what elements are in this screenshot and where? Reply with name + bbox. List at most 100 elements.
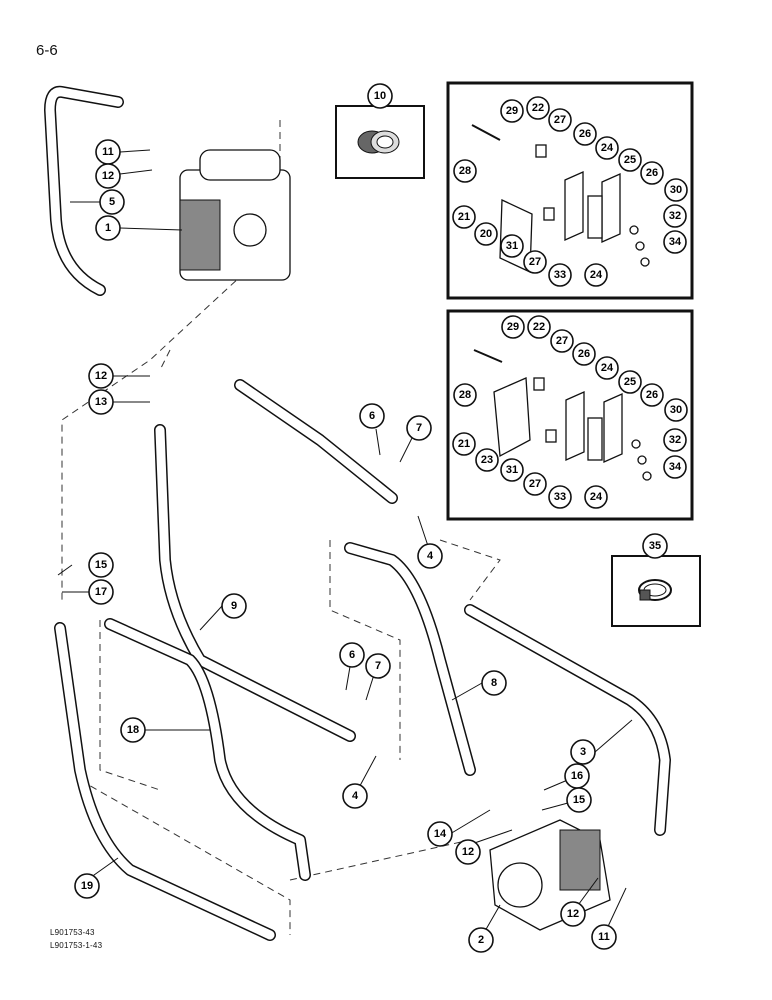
assembly-guide-lines: [61, 120, 501, 935]
svg-text:30: 30: [670, 184, 682, 196]
svg-text:26: 26: [646, 389, 658, 401]
kit1-callout-25: 25: [618, 148, 642, 172]
svg-text:1: 1: [105, 222, 111, 234]
svg-text:31: 31: [506, 464, 518, 476]
kit1-callout-26a: 26: [573, 122, 597, 146]
svg-text:26: 26: [579, 128, 591, 140]
callout-9: 9: [221, 593, 247, 619]
kit1-callout-21: 21: [452, 205, 476, 229]
svg-text:8: 8: [491, 677, 497, 689]
kit1-callout-24a: 24: [595, 136, 619, 160]
callout-8: 8: [481, 670, 507, 696]
kit1-callout-33: 33: [548, 263, 572, 287]
kit1-callout-34: 34: [663, 230, 687, 254]
svg-text:22: 22: [532, 102, 544, 114]
callout-1: 1: [95, 215, 121, 241]
svg-text:13: 13: [95, 396, 107, 408]
hose-9: [154, 424, 356, 742]
svg-text:18: 18: [127, 724, 139, 736]
svg-text:24: 24: [601, 142, 614, 154]
svg-text:4: 4: [352, 790, 359, 802]
kit1-callout-30: 30: [664, 178, 688, 202]
callout-11-lower: 11: [591, 924, 617, 950]
svg-text:29: 29: [507, 321, 519, 333]
svg-text:5: 5: [109, 196, 115, 208]
callout-17: 17: [88, 579, 114, 605]
svg-text:14: 14: [434, 828, 447, 840]
svg-text:23: 23: [481, 454, 493, 466]
svg-text:17: 17: [95, 586, 107, 598]
svg-text:15: 15: [573, 794, 585, 806]
svg-text:2: 2: [478, 934, 484, 946]
callout-19: 19: [74, 873, 100, 899]
svg-text:22: 22: [533, 321, 545, 333]
kit2-callout-29: 29: [501, 315, 525, 339]
hose-18: [104, 618, 311, 881]
kit1-callout-22: 22: [526, 96, 550, 120]
hose-8: [344, 542, 476, 776]
svg-text:10: 10: [374, 90, 386, 102]
kit1-callout-27a: 27: [548, 108, 572, 132]
kit2-callout-24b: 24: [584, 485, 608, 509]
callout-12-mid: 12: [88, 363, 114, 389]
svg-text:24: 24: [601, 362, 614, 374]
svg-text:24: 24: [590, 269, 603, 281]
callout-7-upper: 7: [406, 415, 432, 441]
svg-text:19: 19: [81, 880, 93, 892]
svg-text:12: 12: [95, 370, 107, 382]
callout-16: 16: [564, 763, 590, 789]
inset-part-35: [611, 555, 701, 627]
svg-text:30: 30: [670, 404, 682, 416]
svg-text:12: 12: [462, 846, 474, 858]
svg-text:25: 25: [624, 154, 636, 166]
kit1-callout-28: 28: [453, 159, 477, 183]
callout-12-lower-right: 12: [560, 901, 586, 927]
svg-text:32: 32: [669, 210, 681, 222]
kit2-callout-32: 32: [663, 428, 687, 452]
kit2-callout-34: 34: [663, 455, 687, 479]
callout-4-upper: 4: [417, 543, 443, 569]
svg-text:27: 27: [554, 114, 566, 126]
svg-text:27: 27: [556, 335, 568, 347]
kit1-callout-26b: 26: [640, 161, 664, 185]
callout-6-lower: 6: [339, 642, 365, 668]
hose-3: [464, 604, 671, 836]
callout-11-top: 11: [95, 139, 121, 165]
inset-part-10: [335, 105, 425, 179]
svg-text:20: 20: [480, 228, 492, 240]
svg-text:33: 33: [554, 269, 566, 281]
svg-text:11: 11: [598, 931, 610, 943]
svg-text:12: 12: [567, 908, 579, 920]
svg-text:7: 7: [416, 422, 422, 434]
svg-text:6: 6: [369, 410, 375, 422]
svg-text:3: 3: [580, 746, 586, 758]
hydraulic-pump-1: [179, 149, 291, 281]
hydraulic-motor-2: [489, 819, 611, 931]
svg-text:7: 7: [375, 660, 381, 672]
figure-reference-1: L901753-43: [50, 928, 95, 937]
kit1-callout-27b: 27: [523, 250, 547, 274]
kit2-callout-21: 21: [452, 432, 476, 456]
figure-reference-2: L901753-1-43: [50, 941, 103, 950]
callout-10: 10: [367, 83, 393, 109]
callout-14: 14: [427, 821, 453, 847]
svg-text:15: 15: [95, 559, 107, 571]
callout-15-left: 15: [88, 552, 114, 578]
kit2-callout-33: 33: [548, 485, 572, 509]
svg-text:27: 27: [529, 478, 541, 490]
svg-text:6: 6: [349, 649, 355, 661]
callout-13: 13: [88, 389, 114, 415]
callout-7-lower: 7: [365, 653, 391, 679]
kit2-callout-28: 28: [453, 383, 477, 407]
kit2-callout-30: 30: [664, 398, 688, 422]
svg-text:34: 34: [669, 461, 682, 473]
svg-text:24: 24: [590, 491, 603, 503]
svg-text:26: 26: [578, 348, 590, 360]
kit1-callout-31: 31: [500, 234, 524, 258]
svg-text:27: 27: [529, 256, 541, 268]
kit2-callout-26b: 26: [640, 383, 664, 407]
callout-6-upper: 6: [359, 403, 385, 429]
kit2-callout-27a: 27: [550, 329, 574, 353]
svg-text:34: 34: [669, 236, 682, 248]
svg-text:16: 16: [571, 770, 583, 782]
